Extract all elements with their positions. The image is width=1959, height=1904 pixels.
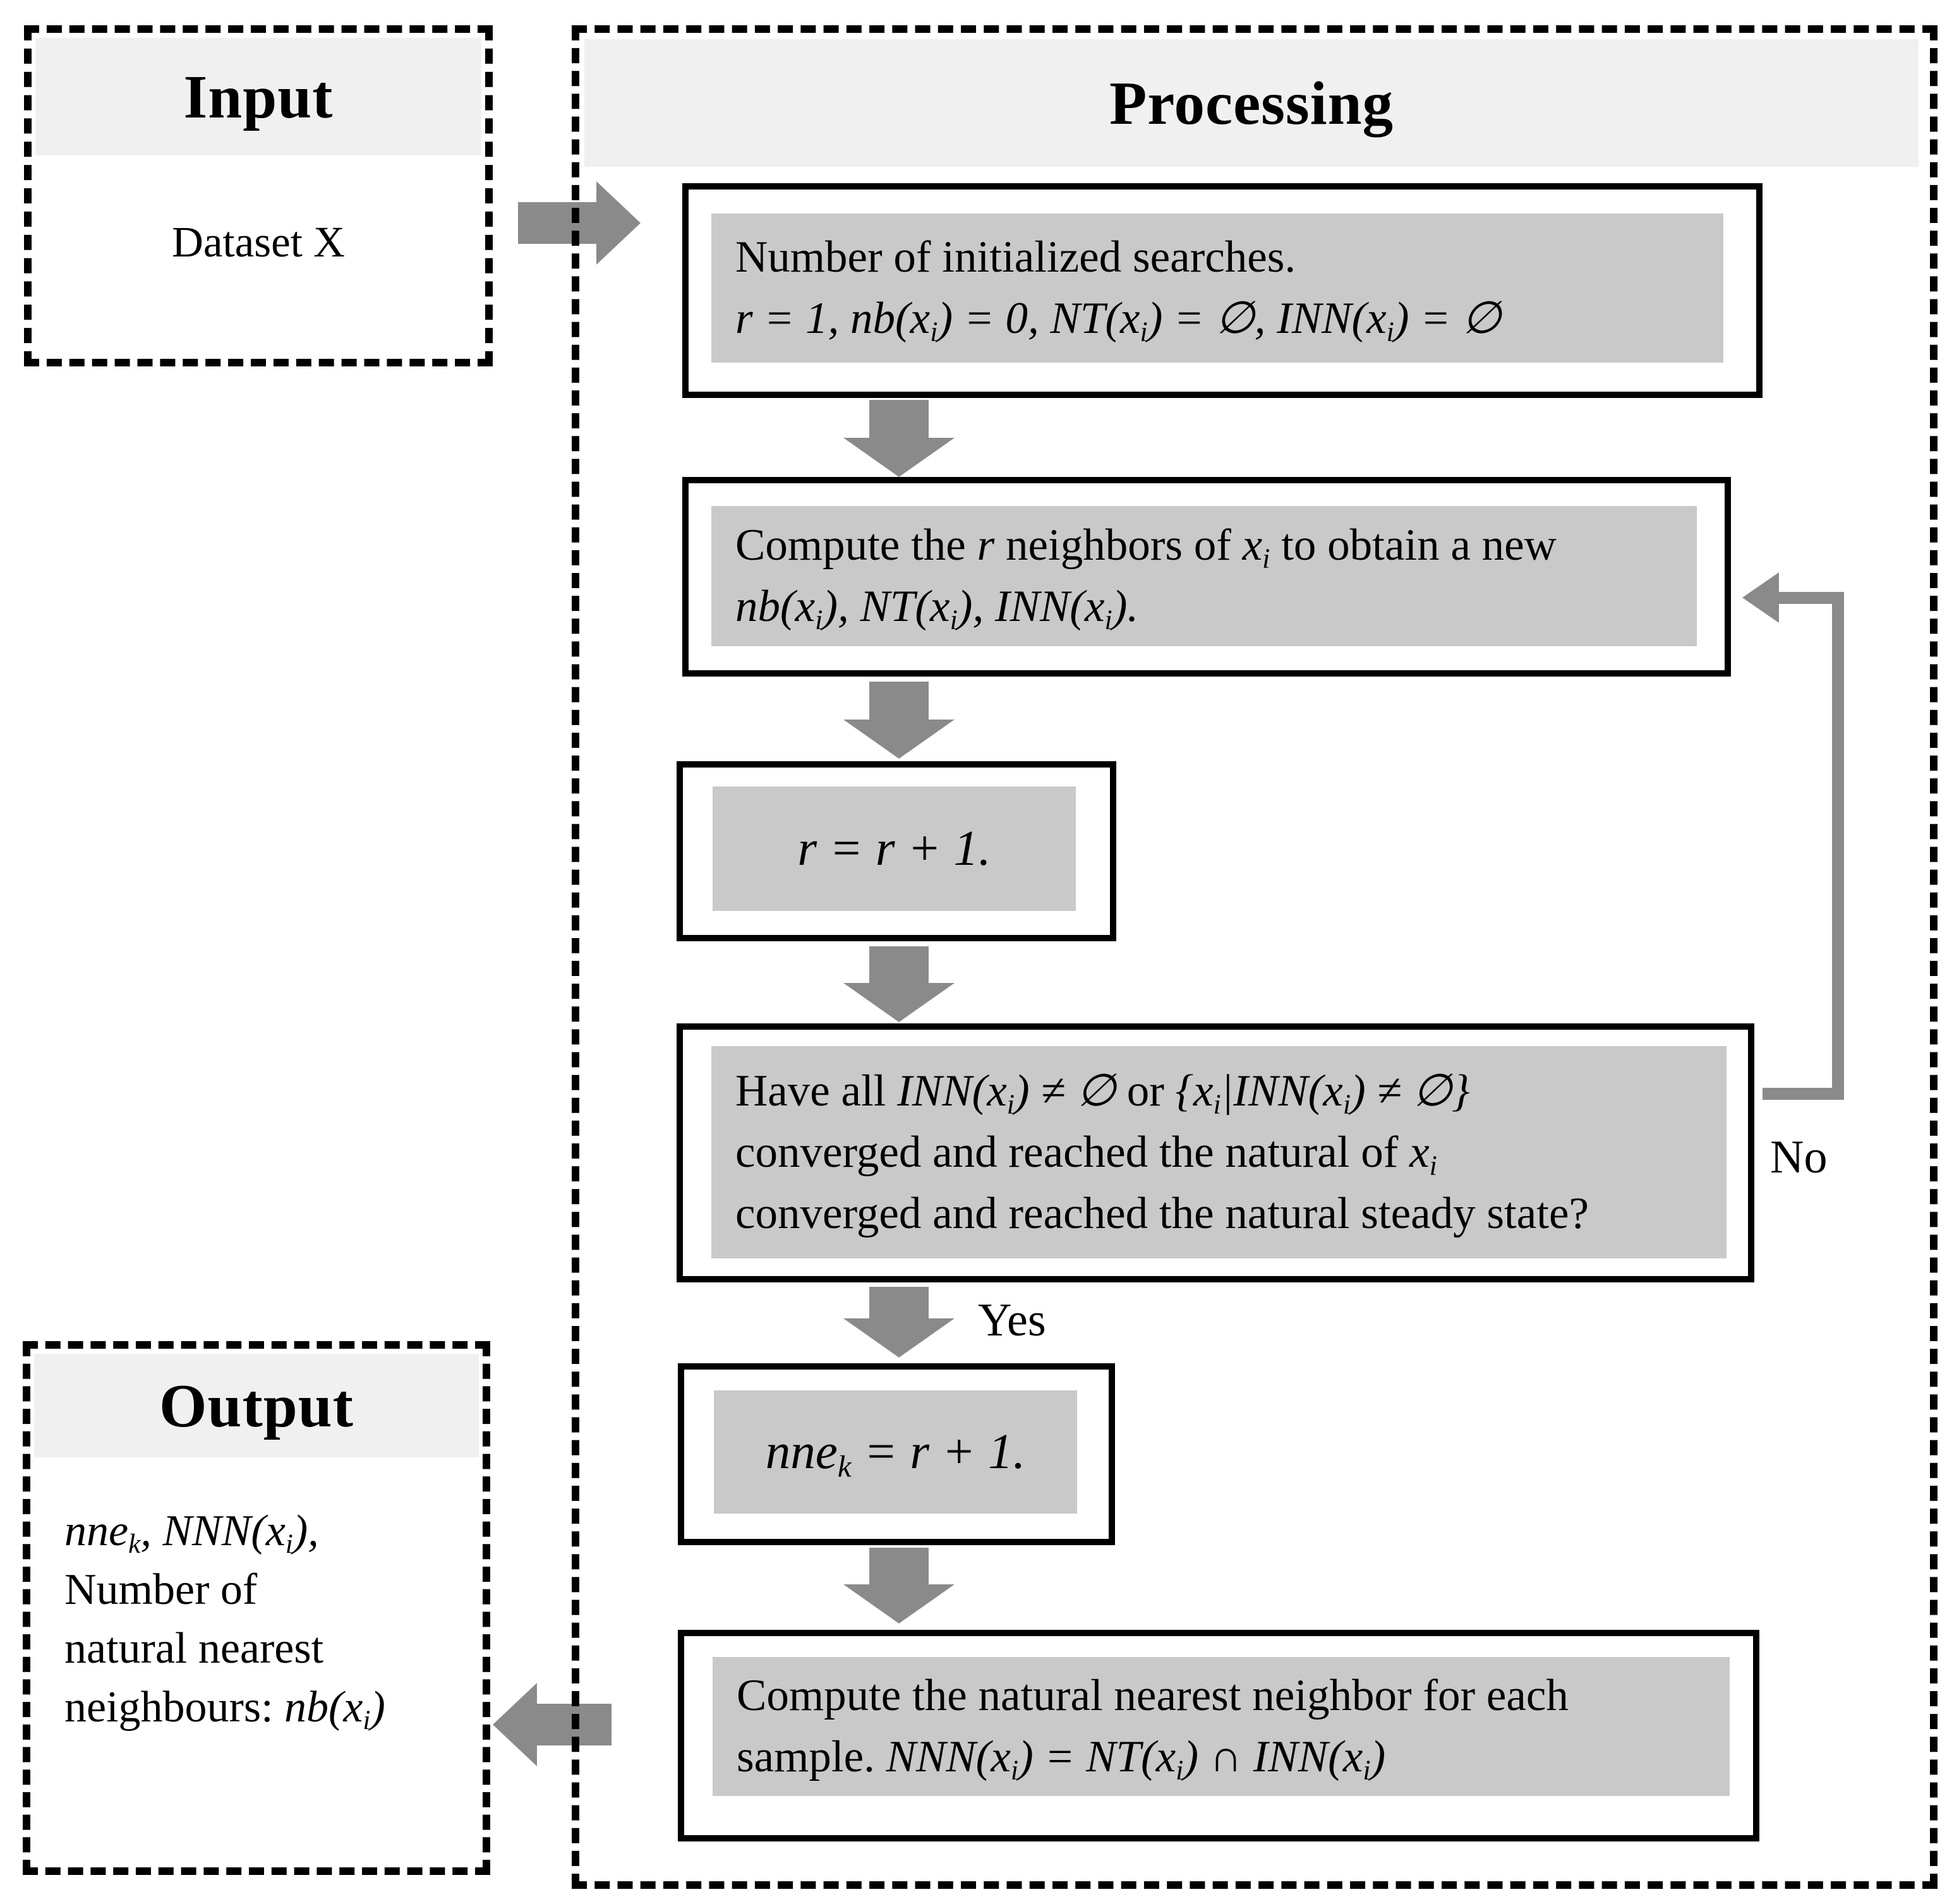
step-init-fill: Number of initialized searches. r = 1, n… — [711, 214, 1723, 363]
step-decision-line: converged and reached the natural steady… — [735, 1188, 1589, 1238]
processing-to-output-arrow-head — [493, 1683, 537, 1766]
no-label: No — [1770, 1131, 1828, 1183]
step-decision-fill: Have all INN(xi) ≠ ∅ or {xi|INN(xi) ≠ ∅}… — [711, 1046, 1727, 1258]
step-increment-box: r = r + 1. — [677, 761, 1116, 941]
yes-branch-arrow-head — [843, 1318, 955, 1358]
processing-title: Processing — [1109, 69, 1394, 137]
flow-arrow-2-head — [843, 720, 955, 759]
step-nne-box: nnek = r + 1. — [678, 1363, 1115, 1545]
flow-arrow-3-shaft — [869, 946, 929, 983]
no-loop-arrow-head — [1742, 572, 1779, 623]
input-title: Input — [183, 63, 334, 131]
step-increment-fill: r = r + 1. — [713, 786, 1076, 911]
output-line: natural nearest — [64, 1624, 324, 1673]
step-natural-nn-formula: sample. NNN(xi) = NT(xi) ∩ INN(xi) — [737, 1732, 1386, 1786]
no-loop-bottom-segment — [1763, 1088, 1844, 1100]
step-init-line: Number of initialized searches. — [735, 232, 1296, 282]
step-compute-neighbors-formula: nb(xi), NT(xi), INN(xi). — [735, 582, 1139, 636]
flow-arrow-1-shaft — [869, 400, 929, 438]
step-compute-neighbors-line: Compute the r neighbors of xi to obtain … — [735, 521, 1557, 574]
step-compute-neighbors-fill: Compute the r neighbors of xi to obtain … — [711, 506, 1697, 646]
step-init-formula: r = 1, nb(xi) = 0, NT(xi) = ∅, INN(xi) =… — [735, 294, 1501, 347]
dataset-label: Dataset X — [172, 218, 345, 266]
step-decision-line: converged and reached the natural of xi — [735, 1127, 1437, 1181]
flow-arrow-5-shaft — [869, 1548, 929, 1584]
processing-header: Processing — [584, 39, 1919, 167]
step-decision-line: Have all INN(xi) ≠ ∅ or {xi|INN(xi) ≠ ∅} — [735, 1066, 1470, 1119]
output-panel: Output nnek, NNN(xi), Number of natural … — [23, 1341, 490, 1875]
output-title: Output — [159, 1371, 354, 1440]
output-line: neighbours: nb(xi) — [64, 1683, 385, 1736]
flow-arrow-1-head — [843, 438, 955, 477]
flow-arrow-2-shaft — [869, 682, 929, 720]
step-nne-fill: nnek = r + 1. — [714, 1390, 1077, 1514]
step-natural-nn-box: Compute the natural nearest neighbor for… — [678, 1630, 1759, 1841]
yes-label: Yes — [978, 1294, 1046, 1346]
step-natural-nn-line: Compute the natural nearest neighbor for… — [737, 1671, 1569, 1720]
step-init-box: Number of initialized searches. r = 1, n… — [682, 183, 1763, 398]
step-decision-box: Have all INN(xi) ≠ ∅ or {xi|INN(xi) ≠ ∅}… — [677, 1023, 1754, 1282]
flow-arrow-5-head — [843, 1584, 955, 1624]
step-compute-neighbors-box: Compute the r neighbors of xi to obtain … — [682, 477, 1731, 677]
output-header: Output — [34, 1354, 479, 1457]
input-to-processing-arrow-shaft — [518, 202, 596, 244]
step-natural-nn-fill: Compute the natural nearest neighbor for… — [713, 1657, 1730, 1796]
input-header: Input — [35, 38, 481, 155]
output-line: nnek, NNN(xi), — [64, 1507, 319, 1560]
no-loop-top-segment — [1778, 592, 1835, 604]
output-line: Number of — [64, 1565, 258, 1614]
flow-arrow-3-head — [843, 983, 955, 1022]
input-to-processing-arrow-head — [596, 181, 641, 265]
output-result-text: nnek, NNN(xi), Number of natural nearest… — [30, 1457, 483, 1737]
step-nne-formula: nnek = r + 1. — [765, 1425, 1026, 1484]
processing-panel: Processing — [572, 25, 1938, 1889]
no-loop-vertical-segment — [1832, 592, 1844, 1100]
step-increment-formula: r = r + 1. — [797, 821, 991, 876]
yes-branch-arrow-shaft — [869, 1287, 929, 1318]
input-panel: Input Dataset X — [24, 25, 493, 366]
